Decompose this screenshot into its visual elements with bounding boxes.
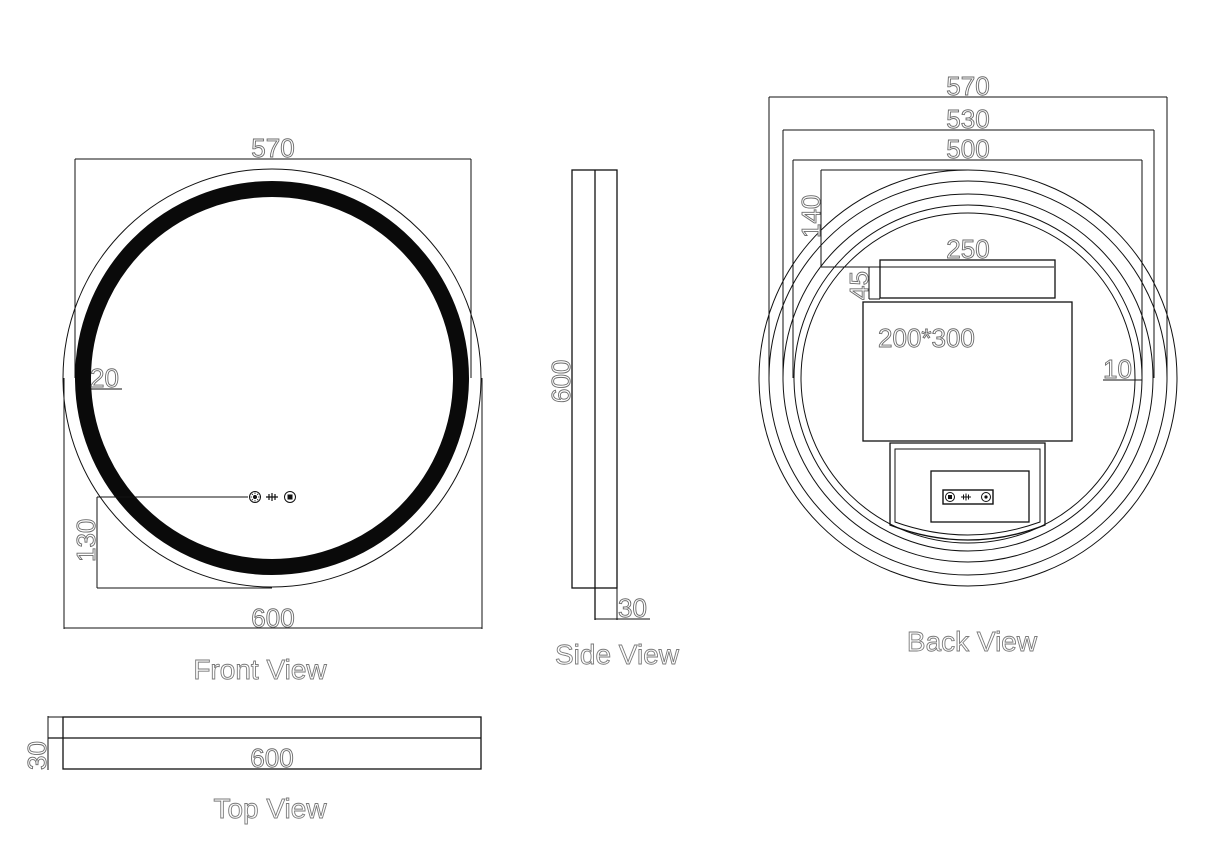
back-edge-offset-dim: 10 <box>1103 354 1132 384</box>
top-view: 600 30 Top View <box>22 716 482 824</box>
driver-box <box>862 301 1073 442</box>
control-panel <box>930 470 1030 523</box>
top-view-label: Top View <box>213 793 327 824</box>
front-ring-width-dim: 20 <box>90 363 119 393</box>
defog-icon[interactable] <box>266 493 278 501</box>
defog-icon[interactable] <box>961 493 971 501</box>
led-ring <box>75 181 469 575</box>
front-view: 570 20 130 600 Front View <box>62 133 483 685</box>
front-bottom-width-dim: 600 <box>251 603 294 633</box>
control-housing <box>889 442 1046 541</box>
back-bracket-height-dim: 45 <box>844 271 874 300</box>
side-depth-dim: 30 <box>618 593 647 623</box>
side-view-label: Side View <box>555 639 680 670</box>
back-driver-box-dim: 200*300 <box>878 323 975 353</box>
back-bracket-offset-dim: 140 <box>796 195 826 238</box>
front-switch-height-dim: 130 <box>71 519 101 562</box>
front-view-label: Front View <box>193 654 327 685</box>
color-temp-icon[interactable] <box>284 491 296 503</box>
back-view: 570 530 500 140 250 45 200*300 10 <box>758 71 1178 657</box>
top-width-dim: 600 <box>250 743 293 773</box>
back-view-label: Back View <box>907 626 1038 657</box>
color-temp-icon[interactable] <box>945 492 955 502</box>
back-bracket-width-dim: 250 <box>946 234 989 264</box>
front-top-width-dim: 570 <box>251 133 294 163</box>
back-outer-width-dim: 570 <box>946 71 989 101</box>
side-view: 30 600 Side View <box>546 169 680 670</box>
brightness-icon[interactable] <box>249 491 261 503</box>
brightness-icon[interactable] <box>981 492 991 502</box>
mirror-outline <box>62 168 482 588</box>
top-depth-dim: 30 <box>22 741 52 770</box>
side-height-dim: 600 <box>546 360 576 403</box>
back-inner-width-dim: 500 <box>946 134 989 164</box>
back-mid-width-dim: 530 <box>946 104 989 134</box>
wall-bracket <box>879 259 1056 299</box>
